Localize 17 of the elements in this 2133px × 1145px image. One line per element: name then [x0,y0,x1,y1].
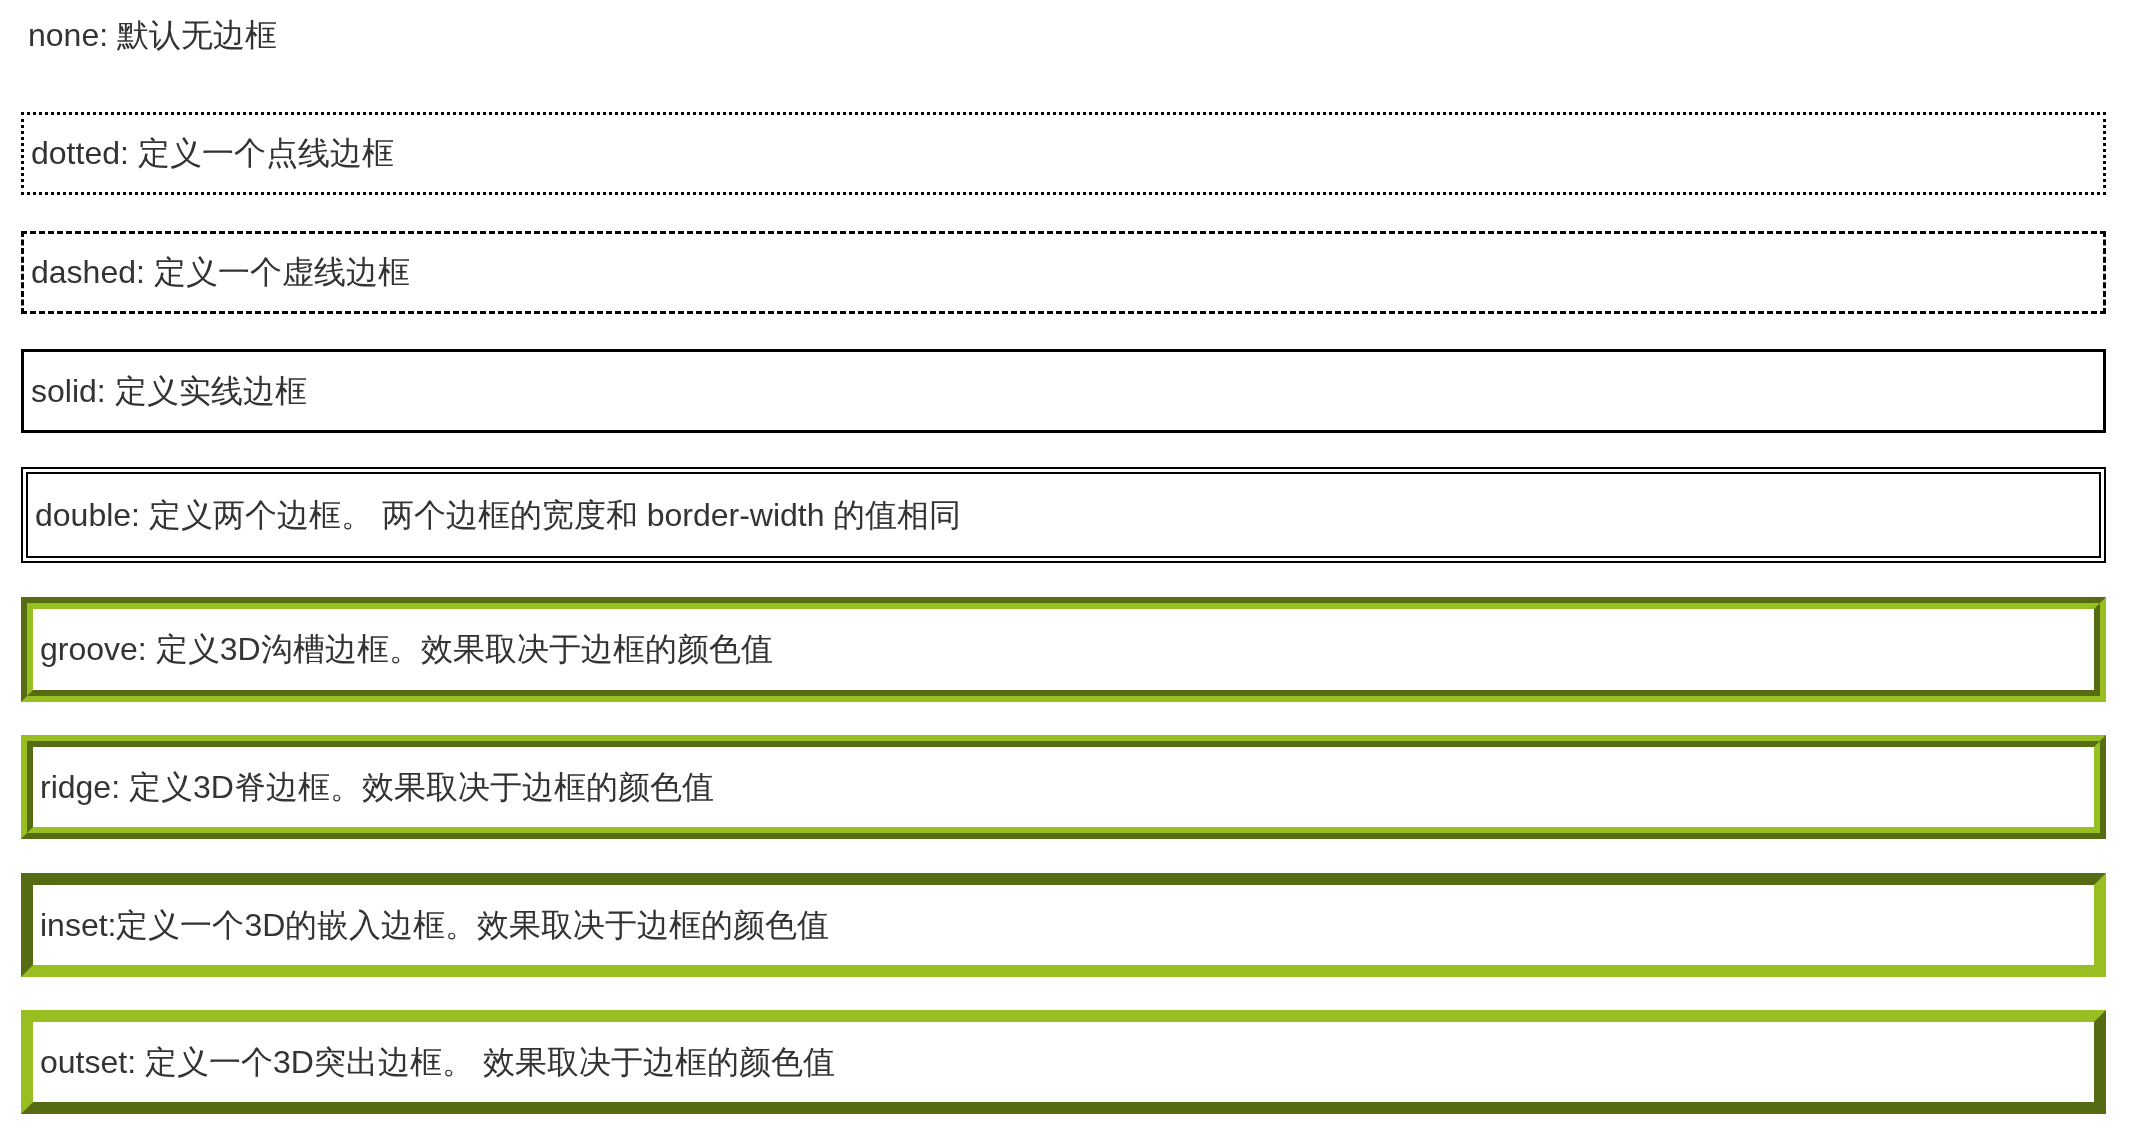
description-text: ridge: 定义3D脊边框。效果取决于边框的颜色值 [40,767,714,807]
solid-frame [21,349,2106,433]
description-text: none: 默认无边框 [28,16,277,55]
double-frame [21,467,2106,563]
groove-frame [21,597,2106,702]
description-text: dotted: 定义一个点线边框 [31,134,394,173]
description-text: groove: 定义3D沟槽边框。效果取决于边框的颜色值 [40,630,773,669]
description-text: double: 定义两个边框。 两个边框的宽度和 border-width 的值相同 [35,495,962,535]
dotted-frame [21,112,2106,195]
outset-frame [21,1010,2106,1114]
description-text: outset: 定义一个3D突出边框。 效果取决于边框的颜色值 [40,1042,835,1082]
description-text: dashed: 定义一个虚线边框 [31,253,410,292]
description-text: solid: 定义实线边框 [31,371,307,411]
description-text: inset:定义一个3D的嵌入边框。效果取决于边框的颜色值 [40,905,830,945]
inset-frame [21,873,2106,977]
dashed-frame [21,231,2106,314]
ridge-frame [21,735,2106,839]
